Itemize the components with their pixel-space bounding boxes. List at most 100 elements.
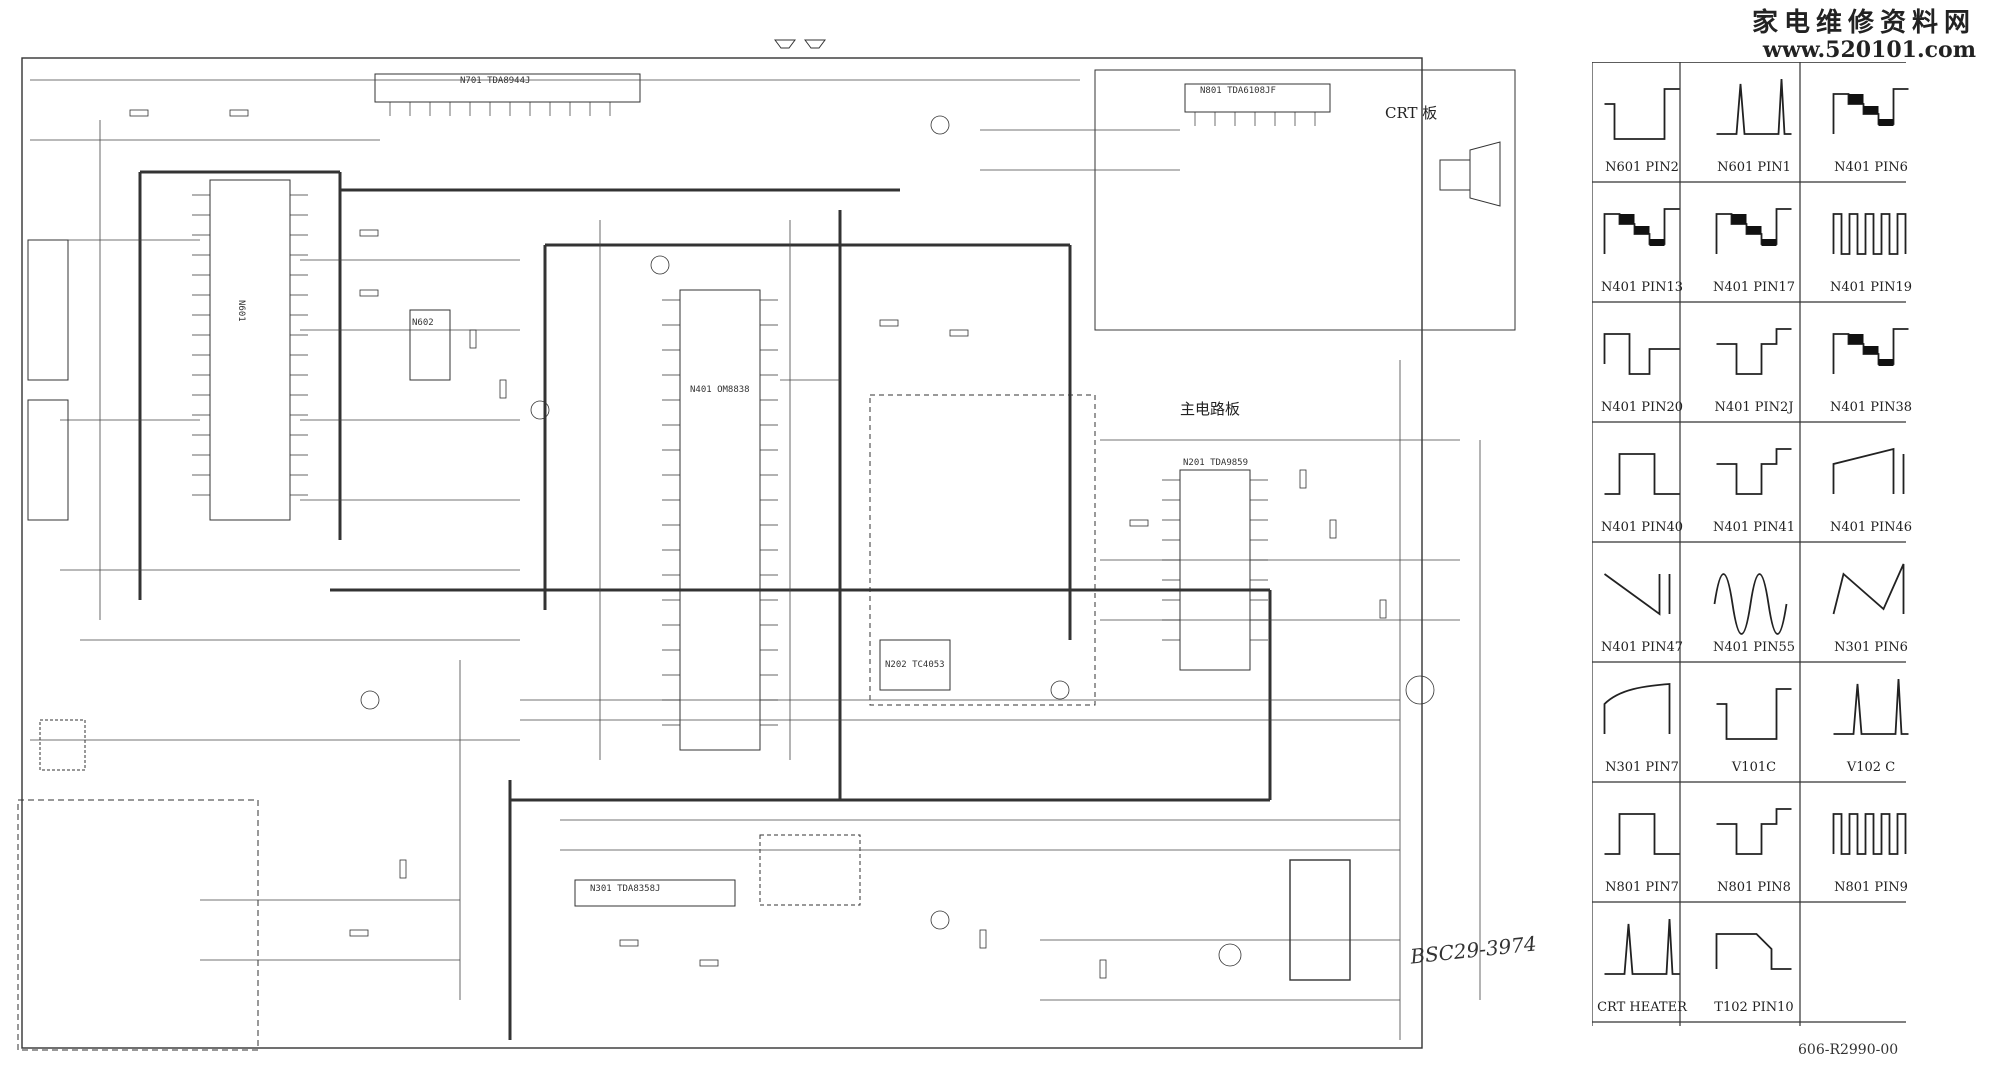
waveform-trace: [1715, 933, 1792, 970]
waveform-cell: N401 PIN13: [1592, 184, 1692, 299]
waveform-label: N401 PIN41: [1712, 520, 1796, 535]
waveform-cell: T102 PIN10: [1696, 904, 1812, 1019]
ic-label-n201: N201 TDA9859: [1183, 458, 1249, 468]
waveform-path: [1715, 933, 1792, 970]
waveform-cell: N401 PIN41: [1696, 424, 1812, 539]
waveform-label: N401 PIN17: [1712, 280, 1796, 295]
waveform-path: [1603, 333, 1680, 375]
waveform-label: N401 PIN47: [1600, 640, 1684, 655]
waveform-path: [1832, 213, 1907, 255]
waveform-grid-lines: [1592, 62, 1906, 1026]
waveform-cell: N401 PIN38: [1816, 304, 1926, 419]
site-watermark: 家电维修资料网 www.520101.com: [1752, 2, 1976, 63]
waveform-cell: N401 PIN6: [1816, 64, 1926, 179]
site-url: www.520101.com: [1762, 37, 1976, 63]
waveform-trace: [1603, 208, 1680, 254]
waveform-label: CRT HEATER: [1597, 1000, 1687, 1015]
waveform-trace: [1716, 328, 1792, 375]
waveform-path: [1604, 88, 1680, 140]
waveform-trace: [1713, 573, 1788, 635]
waveform-label: N601 PIN1: [1717, 160, 1791, 175]
waveform-cell: N801 PIN9: [1816, 784, 1926, 899]
document-code: 606-R2990-00: [1798, 1042, 1899, 1058]
ic-label-n801: N801 TDA6108JF: [1200, 86, 1276, 96]
waveform-trace: [1604, 88, 1680, 140]
waveform-label: N801 PIN7: [1605, 880, 1679, 895]
waveform-path: [1716, 688, 1792, 740]
waveform-cell: N601 PIN1: [1696, 64, 1812, 179]
waveform-path: [1604, 813, 1680, 855]
waveform-cell: N401 PIN47: [1592, 544, 1692, 659]
waveform-path: [1604, 918, 1680, 975]
waveform-label: N401 PIN46: [1829, 520, 1913, 535]
waveform-label: T102 PIN10: [1714, 1000, 1794, 1015]
waveform-label: N401 PIN2J: [1714, 400, 1794, 415]
waveform-label: V101C: [1731, 760, 1777, 775]
waveform-path: [1832, 813, 1907, 855]
waveform-trace: [1832, 328, 1909, 374]
waveform-trace: [1604, 918, 1680, 975]
waveform-fill: [1848, 94, 1894, 126]
waveform-label: N401 PIN38: [1829, 400, 1913, 415]
ic-label-n401: N401 OM8838: [690, 385, 750, 395]
circuit-schematic: [17, 39, 1516, 1051]
waveform-trace: [1832, 447, 1905, 494]
waveform-trace: [1832, 563, 1905, 615]
waveform-cell: N401 PIN2J: [1696, 304, 1812, 419]
waveform-trace: [1715, 208, 1792, 254]
waveform-trace: [1603, 333, 1680, 375]
waveform-cell: N301 PIN7: [1592, 664, 1692, 779]
waveform-label: N601 PIN2: [1605, 160, 1679, 175]
waveform-cell: N801 PIN7: [1592, 784, 1692, 899]
waveform-label: N301 PIN7: [1605, 760, 1679, 775]
waveform-cell: CRT HEATER: [1592, 904, 1692, 1019]
waveform-label: V102 C: [1846, 760, 1896, 775]
waveform-trace: [1832, 813, 1907, 855]
ic-label-n701: N701 TDA8944J: [460, 76, 531, 86]
waveform-trace: [1716, 688, 1792, 740]
waveform-path: [1603, 573, 1671, 616]
site-name: 家电维修资料网: [1751, 8, 1976, 38]
waveform-fill: [1619, 214, 1665, 246]
ic-label-n602: N602: [412, 318, 434, 328]
waveform-cell: N601 PIN2: [1592, 64, 1692, 179]
waveform-cell: N401 PIN19: [1816, 184, 1926, 299]
waveform-cell: N401 PIN46: [1816, 424, 1926, 539]
board-label-crt: CRT 板: [1385, 104, 1438, 122]
waveform-label: N801 PIN9: [1834, 880, 1908, 895]
waveform-path: [1713, 573, 1788, 635]
waveform-trace: [1716, 448, 1792, 495]
waveform-cell: N401 PIN20: [1592, 304, 1692, 419]
waveform-path: [1716, 328, 1792, 375]
waveform-trace: [1832, 88, 1909, 134]
waveform-cell: N801 PIN8: [1696, 784, 1812, 899]
ic-label-n202: N202 TC4053: [885, 660, 945, 670]
waveform-label: N401 PIN19: [1829, 280, 1913, 295]
waveform-label: N401 PIN55: [1712, 640, 1796, 655]
ic-label-n601: N601: [236, 300, 246, 322]
waveform-cell: V102 C: [1816, 664, 1926, 779]
waveform-trace: [1603, 683, 1671, 734]
waveform-label: N801 PIN8: [1717, 880, 1791, 895]
waveform-path: [1833, 678, 1909, 735]
waveform-path: [1832, 563, 1905, 615]
waveform-trace: [1604, 453, 1680, 495]
waveform-trace: [1603, 573, 1671, 616]
waveform-path: [1604, 453, 1680, 495]
waveform-path: [1832, 447, 1905, 494]
waveform-trace: [1604, 813, 1680, 855]
waveform-label: N401 PIN40: [1600, 520, 1684, 535]
waveform-label: N401 PIN6: [1834, 160, 1908, 175]
ic-label-n301: N301 TDA8358J: [590, 884, 661, 894]
waveform-cell: N401 PIN40: [1592, 424, 1692, 539]
waveform-trace: [1832, 213, 1907, 255]
waveform-trace: [1833, 678, 1909, 735]
waveform-label: N401 PIN20: [1600, 400, 1684, 415]
board-label-main: 主电路板: [1180, 400, 1241, 418]
waveform-path: [1603, 683, 1671, 734]
waveform-path: [1716, 448, 1792, 495]
waveform-cell: N401 PIN17: [1696, 184, 1812, 299]
waveform-cell: V101C: [1696, 664, 1812, 779]
